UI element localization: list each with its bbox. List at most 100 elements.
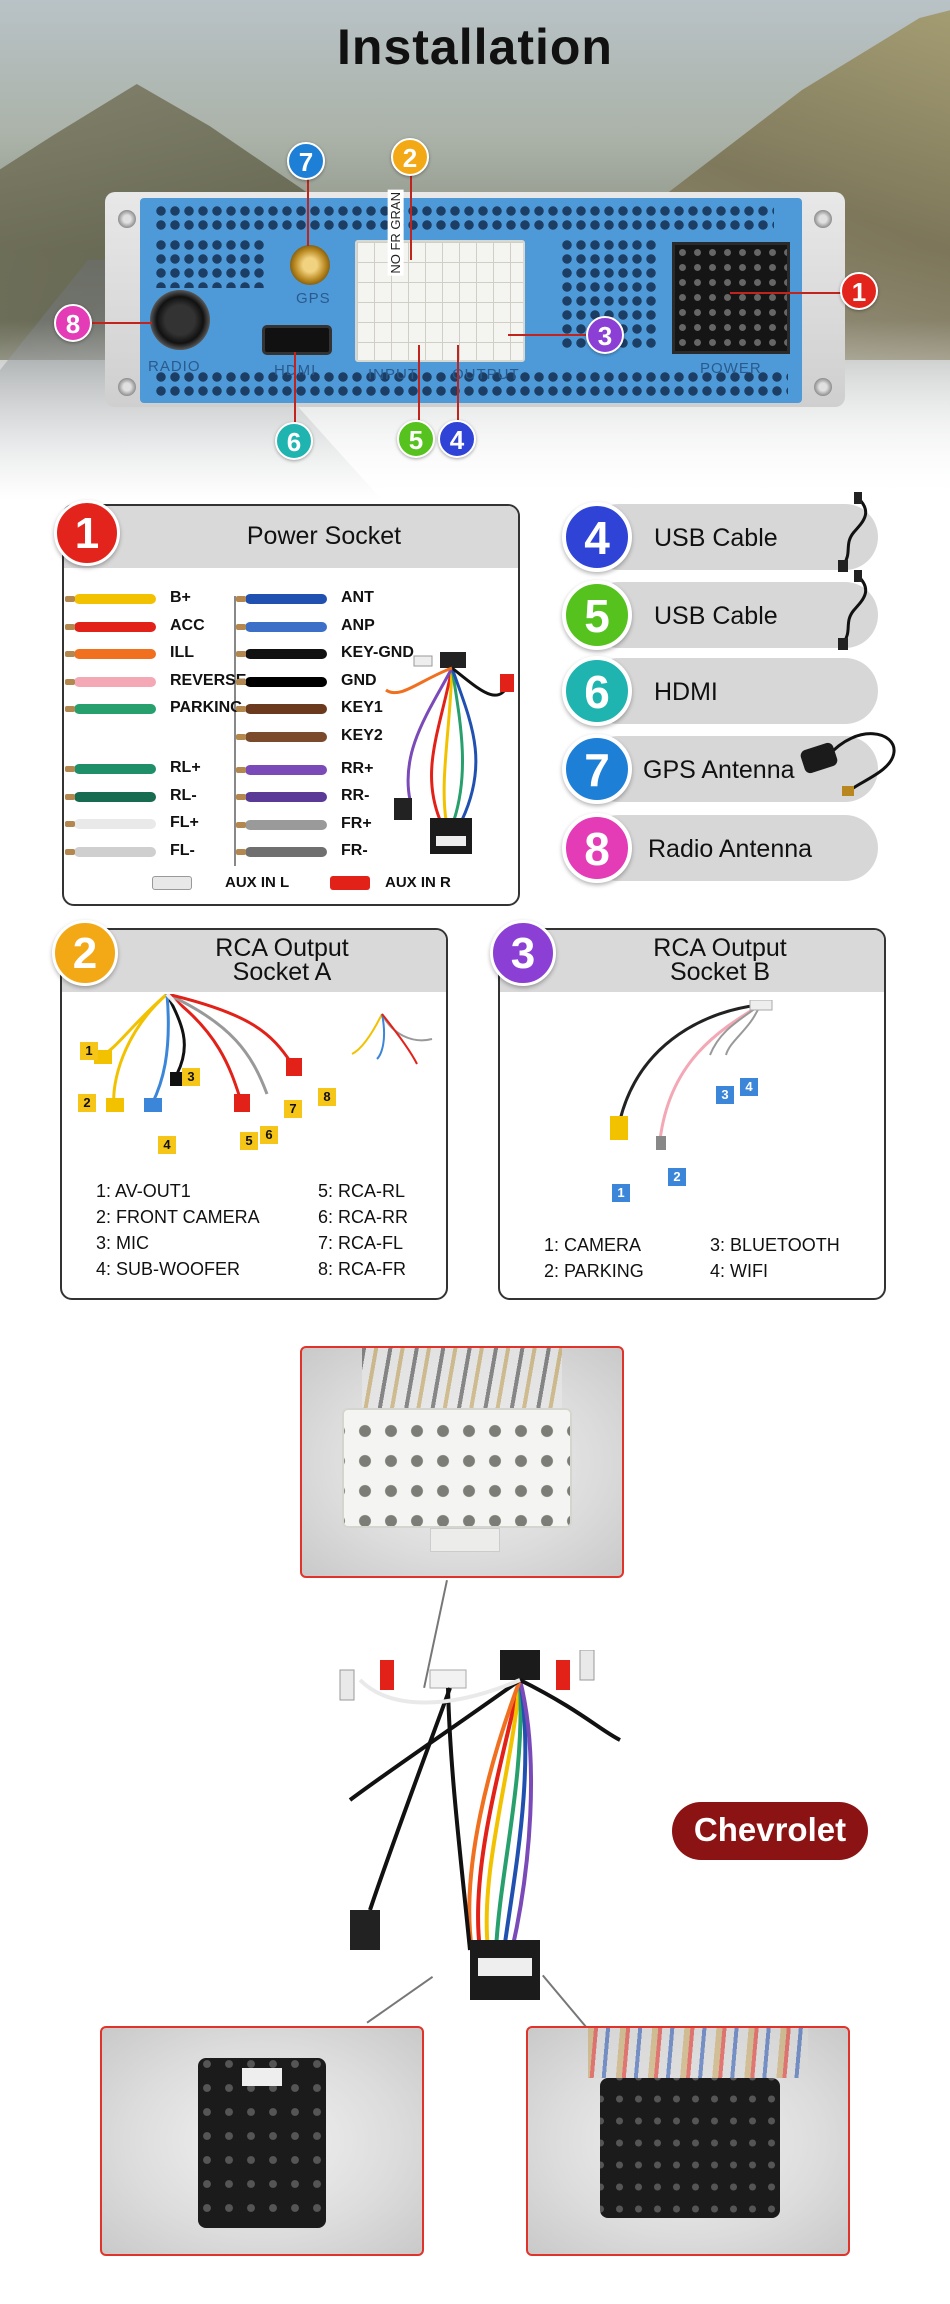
leader-5 [418,345,420,420]
wire-row: GND [236,671,425,693]
harness-illustration [385,652,514,854]
rca-b-item: 3: BLUETOOTH [710,1235,840,1255]
rca-a-tag: 8 [318,1088,336,1106]
leader-3 [508,334,598,336]
input-label: INPUT [368,366,418,383]
wire-row: ANT [236,588,425,610]
accessory-label: GPS Antenna [643,756,795,784]
power-socket-title: Power Socket [246,522,402,550]
wire-row: FR+ [236,814,425,836]
leader-6 [294,352,296,422]
badge-3: 3 [586,316,624,354]
aux-left-plug [152,876,192,890]
accessory-pill [586,815,878,881]
badge-5: 5 [397,420,435,458]
harness-photo [339,1650,621,2000]
rca-b-tag: 2 [668,1168,686,1186]
wire-swatch [65,819,156,829]
wire-label: RR- [341,787,370,804]
rca-a-tag: 2 [78,1094,96,1112]
accessory-pill [586,582,878,648]
accessory-label: USB Cable [654,524,778,552]
wire-row: ILL [65,643,254,665]
wire-label: FR+ [341,814,372,832]
wire-row: KEY2 [236,726,425,748]
leader-8 [92,322,152,324]
wire-label: GND [341,671,377,689]
wire-swatch [65,676,156,687]
accessory-label: USB Cable [654,602,778,630]
screw [814,378,832,396]
badge-1: 1 [840,272,878,310]
accessory-pill [586,504,878,570]
output-label: OUTPUT [452,366,520,383]
rca-a-tag: 4 [158,1136,176,1154]
rca-a-tag: 5 [240,1132,258,1150]
rca-a-tag: 6 [260,1126,278,1144]
aux-right-label: AUX IN R [385,874,451,891]
rca-a-title-line1: RCA Output [215,934,349,962]
wire-label: REVERSE [170,671,247,689]
wire-swatch [236,649,327,659]
badge-2: 2 [391,138,429,176]
leader-7 [307,176,309,246]
white-connector-photo [300,1346,624,1578]
rca-a-title: RCA Output Socket A [122,934,442,985]
page-title: Installation [337,19,613,75]
wire-swatch [236,792,327,802]
wire-row: KEY-GND [236,643,425,665]
rca-a-list-left: 1: AV-OUT1 2: FRONT CAMERA 3: MIC 4: SUB… [96,1178,260,1282]
wire-row: RR- [236,786,425,808]
aux-left-label: AUX IN L [225,874,290,891]
aux-right-plug [330,876,370,890]
accessory-badge: 6 [562,656,632,726]
wire-swatch [236,819,327,830]
usb-cable-icon [838,492,868,572]
panel-header [62,930,446,992]
accessory-badge: 7 [562,734,632,804]
hdmi-port [262,325,332,355]
badge-rca-a: 2 [52,920,118,986]
accessory-label: HDMI [654,678,718,706]
wire-swatch [236,594,327,604]
rca-a-item: 8: RCA-FR [318,1259,407,1279]
accessory-pill [586,658,878,724]
wire-label: KEY1 [341,699,383,716]
rca-b-title: RCA Output Socket B [560,936,880,985]
wire-swatch [65,846,156,857]
wire-row: RR+ [236,759,425,781]
wire-label: ANP [341,616,375,634]
rca-a-panel: RCA Output Socket A [60,928,448,1300]
wire-row: ACC [65,616,254,638]
wire-label: KEY-GND [341,644,414,661]
wire-row: PARKING [65,698,254,720]
rca-b-tag: 1 [612,1184,630,1202]
vent-holes [154,370,788,398]
rca-b-list-right: 3: BLUETOOTH 4: WIFI [710,1232,840,1284]
screw [814,210,832,228]
black-connector [600,2078,780,2218]
rca-b-item: 2: PARKING [544,1261,644,1281]
wire-label: RR+ [341,759,374,777]
wire-row: FL+ [65,813,254,835]
accessory-badge: 8 [562,813,632,883]
badge-rca-b: 3 [490,920,556,986]
wire-bundle [362,1348,562,1408]
rca-a-item: 1: AV-OUT1 [96,1181,191,1201]
wire-label: FR- [341,842,368,859]
wire-swatch [236,847,327,857]
usb-cable-icon [838,570,868,650]
wire-swatch [236,704,327,714]
badge-power-socket: 1 [54,500,120,566]
rca-a-cable-illustration [94,994,433,1112]
connector-tab [430,1528,500,1552]
wire-swatch [236,764,327,775]
wire-row: ANP [236,616,425,638]
badge-8: 8 [54,304,92,342]
wire-swatch [65,649,156,659]
brand-badge: Chevrolet [672,1802,868,1860]
vent-holes [154,204,774,232]
rca-a-item: 5: RCA-RL [318,1181,406,1201]
panel-header [500,930,884,992]
socket-note-label: NO FR GRAN [388,190,404,276]
